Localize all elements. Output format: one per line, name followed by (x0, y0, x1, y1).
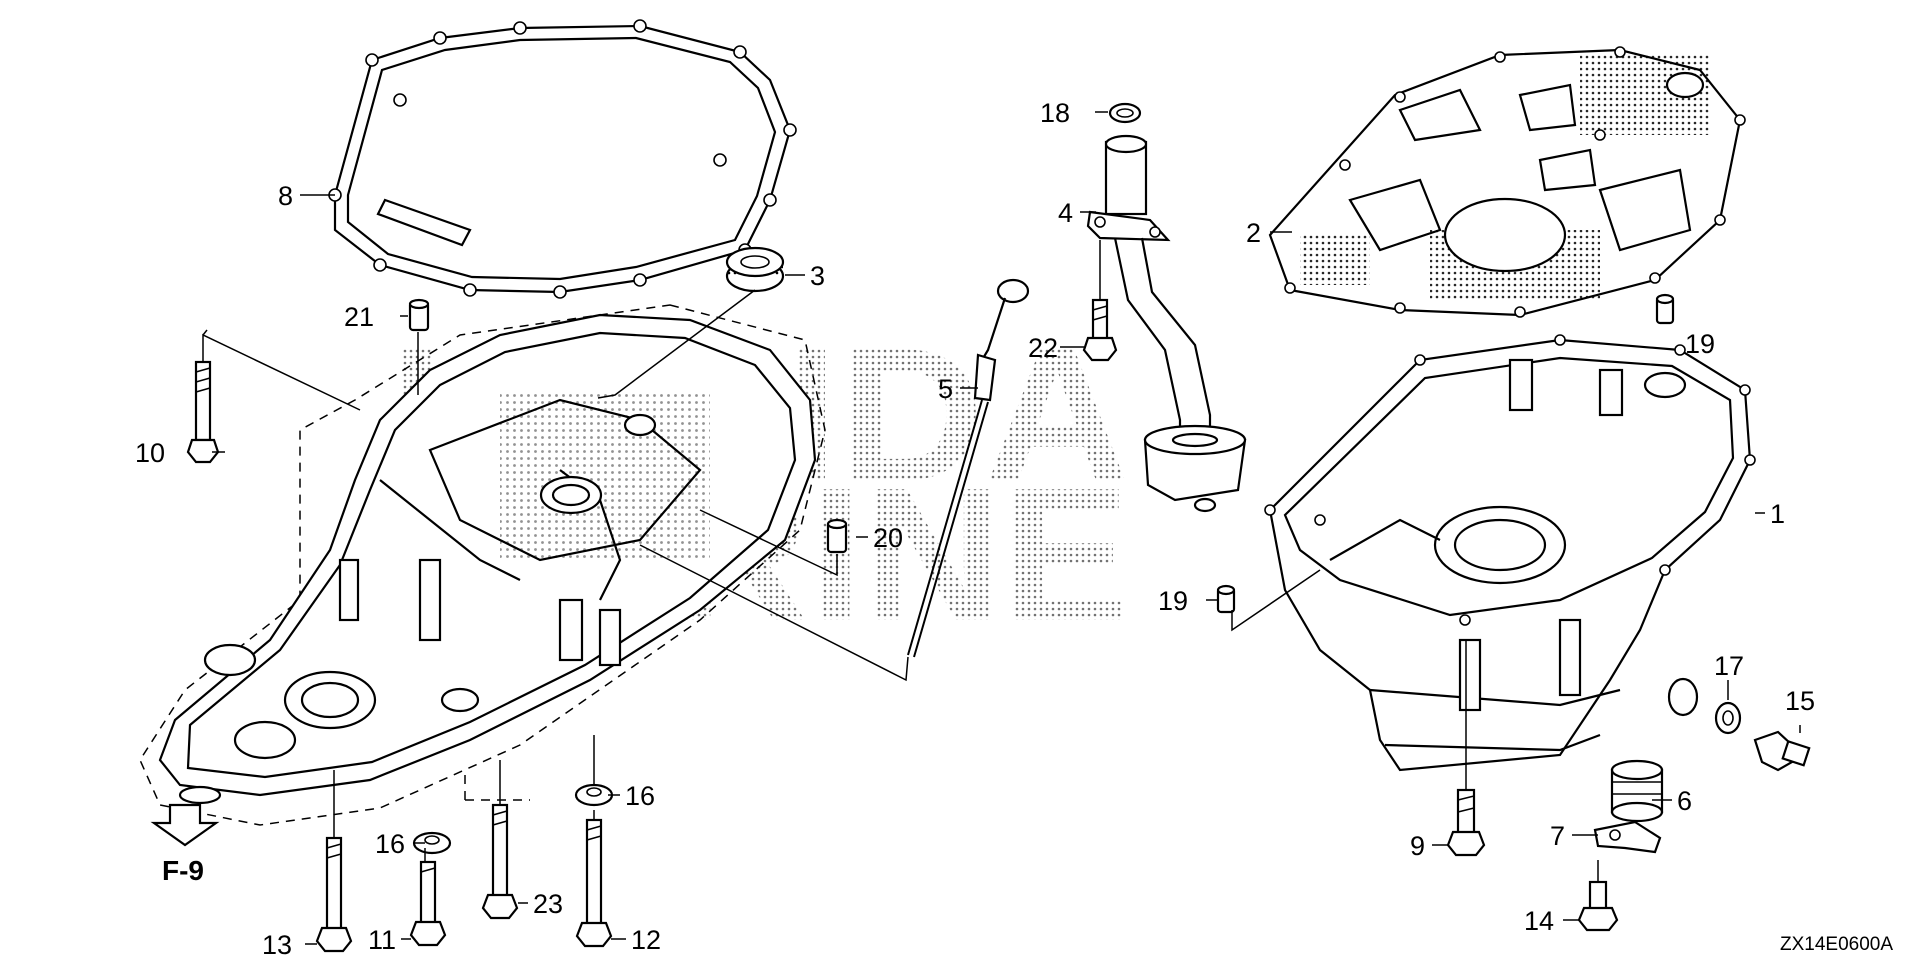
callout-22: 22 (1028, 333, 1058, 363)
callout-16a: 16 (625, 781, 655, 811)
callout-9: 9 (1410, 831, 1425, 861)
part-13-bolt (315, 836, 353, 953)
callout-6: 6 (1677, 786, 1692, 816)
callout-10: 10 (135, 438, 165, 468)
callout-1: 1 (1770, 499, 1785, 529)
part-5-dipstick (907, 278, 1030, 658)
callout-4: 4 (1058, 198, 1073, 228)
part-18-o-ring (1108, 102, 1142, 124)
callout-17: 17 (1714, 651, 1744, 681)
part-9-bolt (1446, 788, 1486, 857)
callout-18: 18 (1040, 98, 1070, 128)
callout-13: 13 (262, 930, 292, 960)
reference-label: F-9 (162, 855, 204, 886)
part-16-washer-upper (574, 783, 614, 807)
callout-20: 20 (873, 523, 903, 553)
leader-lines (202, 111, 1801, 945)
part-4-oil-pipe (1086, 134, 1247, 513)
part-19-dowel-pin-lower (1216, 584, 1236, 614)
callout-labels: 1 2 3 4 5 6 7 8 9 10 11 12 13 14 15 16 1… (135, 98, 1815, 960)
part-11-bolt (409, 860, 447, 947)
callout-23: 23 (533, 889, 563, 919)
part-23-bolt (481, 803, 519, 920)
callout-21: 21 (344, 302, 374, 332)
callout-3: 3 (810, 261, 825, 291)
callout-11: 11 (368, 925, 396, 955)
callout-7: 7 (1550, 821, 1565, 851)
diagram-code: ZX14E0600A (1780, 934, 1893, 955)
arrow-down-icon (150, 803, 220, 847)
part-17-washer (1714, 701, 1742, 735)
callout-2: 2 (1246, 218, 1261, 248)
part-2-baffle-plate (1268, 46, 1746, 318)
callout-8: 8 (278, 181, 293, 211)
part-10-bolt (186, 360, 220, 464)
part-19-dowel-pin-upper (1655, 293, 1675, 325)
callout-12: 12 (631, 925, 661, 955)
part-3-oil-seal (725, 246, 785, 293)
part-14-bolt (1577, 880, 1619, 932)
part-15-drain-bolt (1753, 730, 1811, 772)
part-7-clip (1593, 820, 1662, 854)
reference-f9: F-9 (150, 803, 220, 886)
part-22-bolt (1082, 298, 1118, 362)
part-21-dowel-pin (408, 298, 430, 332)
callout-16b: 16 (375, 829, 405, 859)
part-20-dowel-pin (826, 518, 848, 554)
part-oil-case-left (139, 304, 826, 826)
callout-19b: 19 (1158, 586, 1188, 616)
callout-5: 5 (938, 374, 953, 404)
part-1-oil-pan (1264, 334, 1756, 772)
part-12-bolt (575, 818, 613, 948)
part-8-gasket (328, 19, 797, 299)
callout-15: 15 (1785, 686, 1815, 716)
callout-19a: 19 (1685, 329, 1715, 359)
callout-14: 14 (1524, 906, 1554, 936)
part-6-filler-cap (1610, 759, 1664, 823)
